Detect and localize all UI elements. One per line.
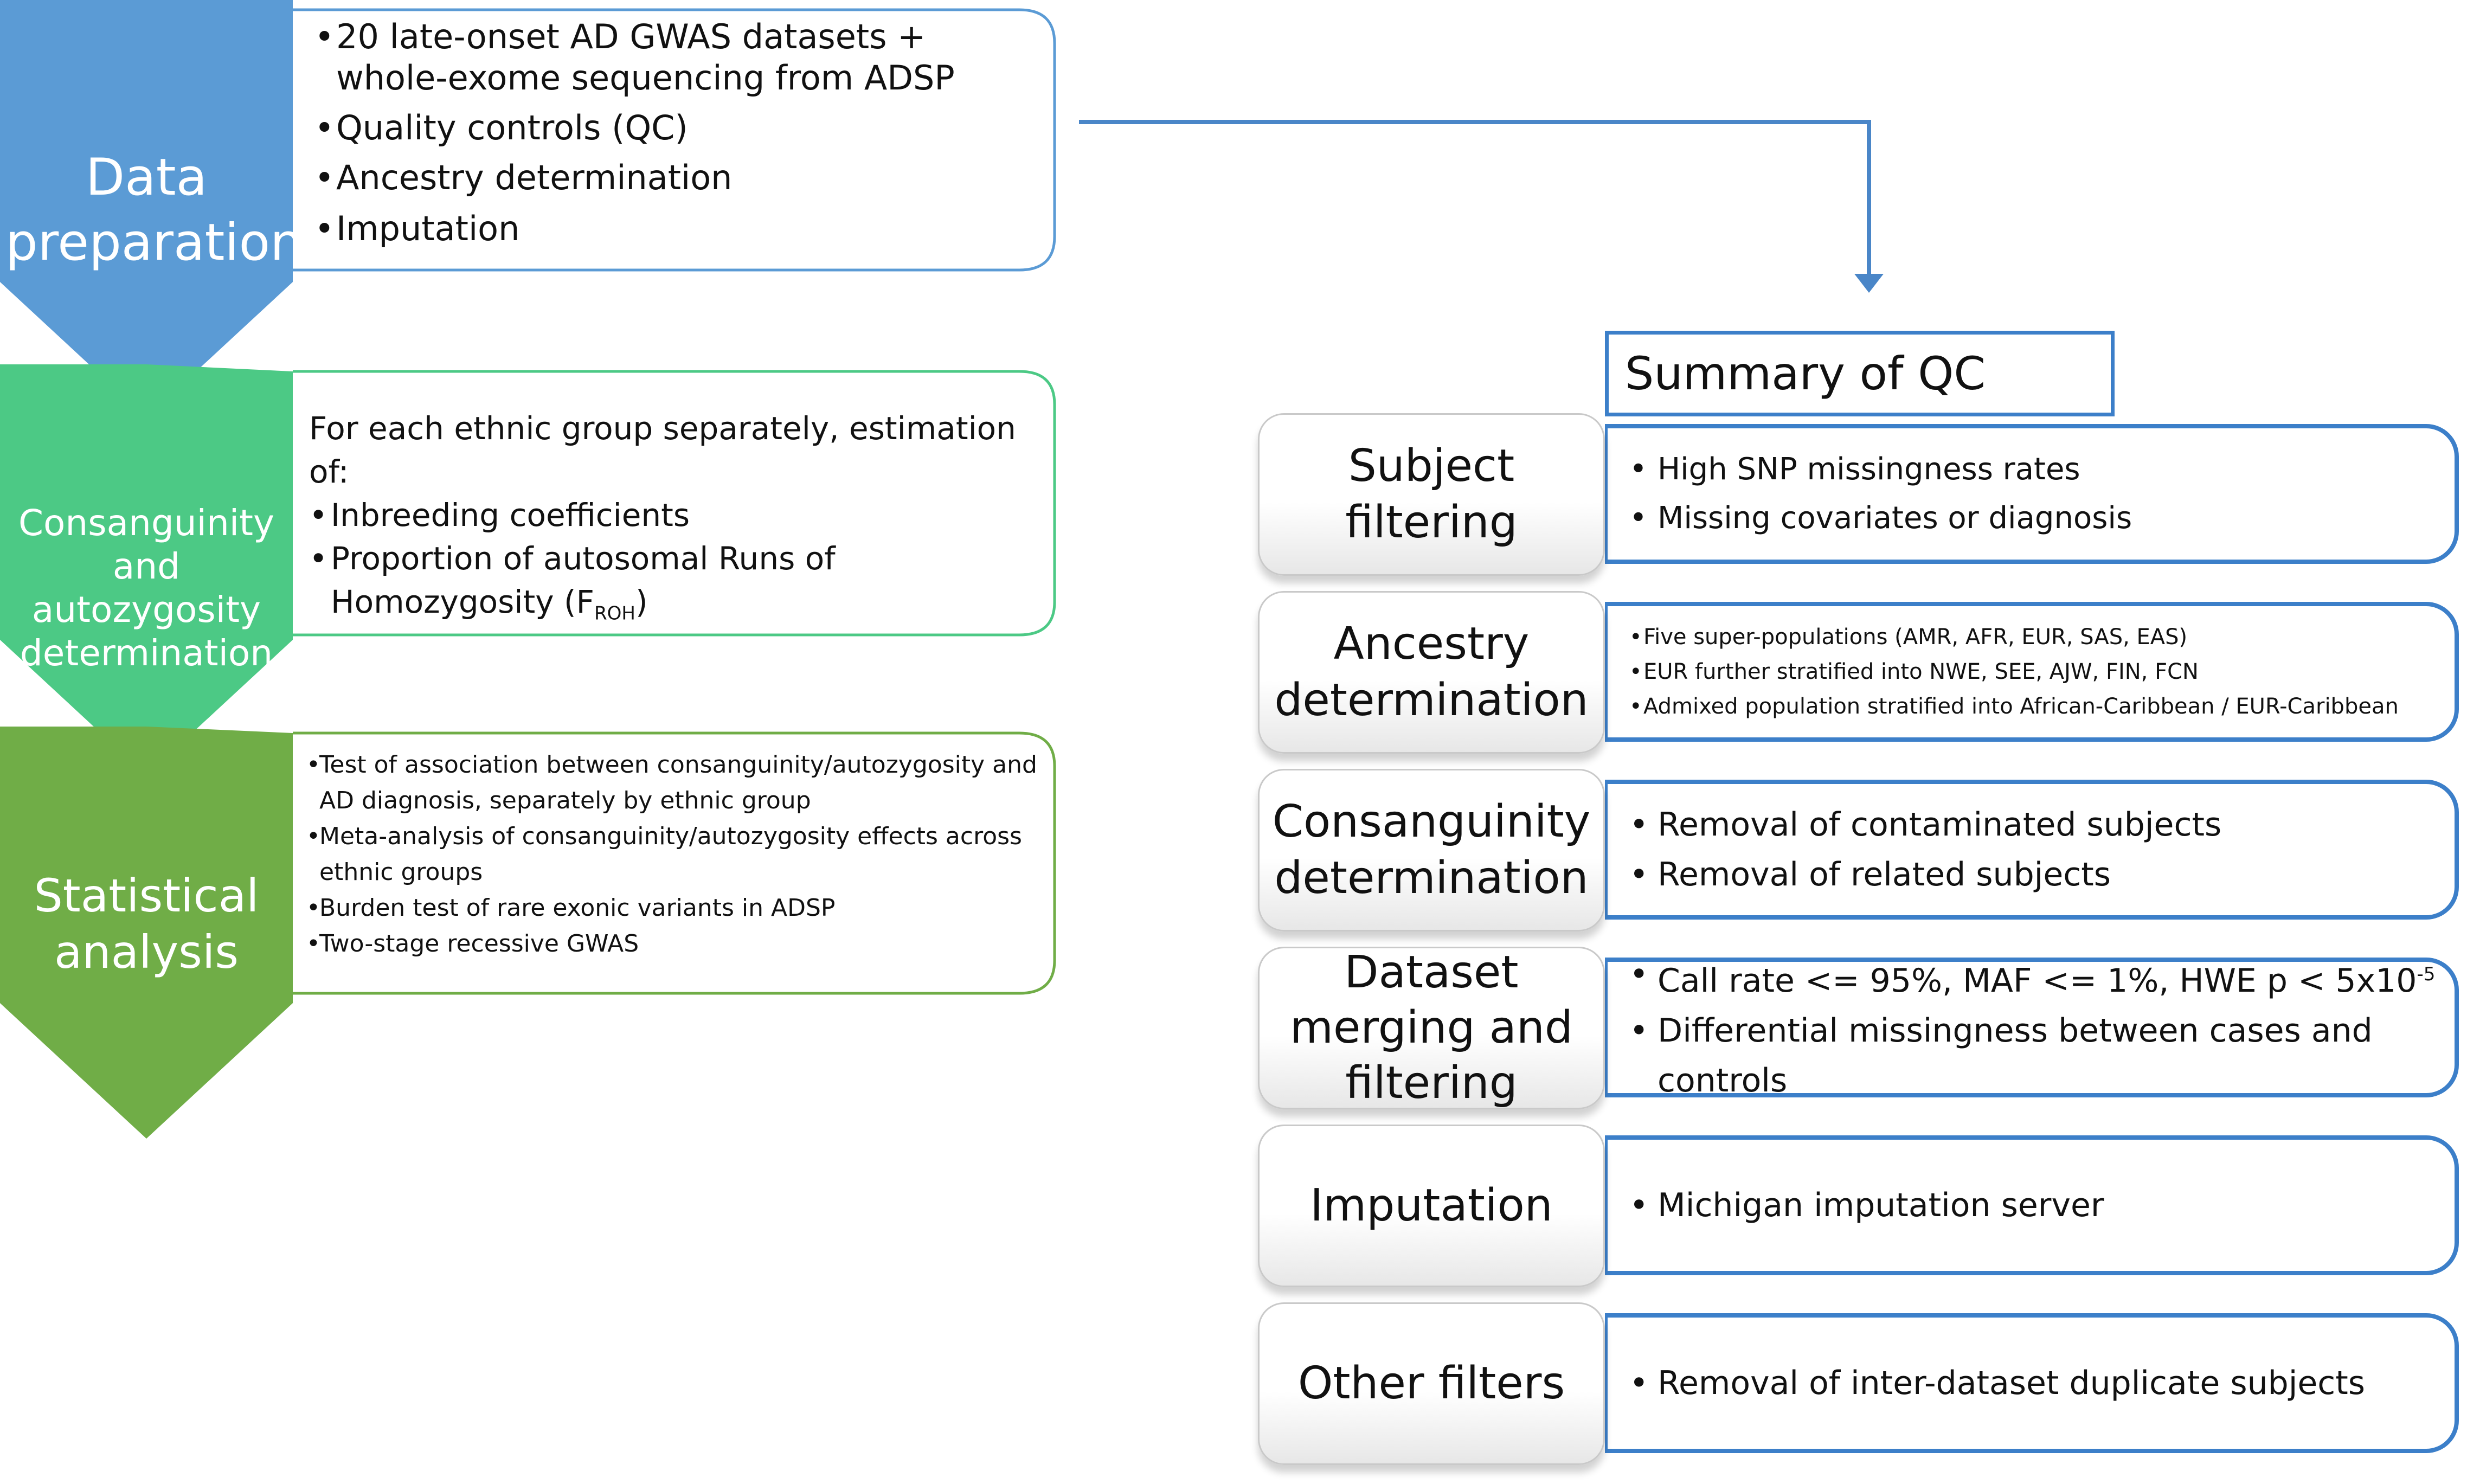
phase-data-preparation-label: Data preparation [5, 148, 303, 272]
phase-consanguinity-intro: For each ethnic group separately, estima… [309, 410, 1016, 490]
list-item: Inbreeding coefficients [309, 493, 1046, 537]
list-item: Removal of contaminated subjects [1629, 800, 2221, 850]
qc-step-ancestry-box: Five super-populations (AMR, AFR, EUR, S… [1605, 602, 2459, 742]
qc-step-other-filters-box: Removal of inter-dataset duplicate subje… [1605, 1313, 2459, 1453]
list-item: Five super-populations (AMR, AFR, EUR, S… [1629, 620, 2399, 654]
list-item: Proportion of autosomal Runs of Homozygo… [309, 537, 1046, 635]
phase-data-preparation-chevron [0, 0, 293, 417]
list-item: Admixed population stratified into Afric… [1629, 689, 2399, 724]
list-item: Imputation [314, 207, 1044, 250]
phase-statistical-label: Statistical analysis [34, 869, 259, 979]
qc-step-imputation: Imputation [1258, 1125, 1605, 1287]
qc-step-dataset-merging-box: Call rate <= 95%, MAF <= 1%, HWE p < 5x1… [1605, 949, 2459, 1100]
list-item: Missing covariates or diagnosis [1629, 494, 2132, 543]
list-item: High SNP missingness rates [1629, 445, 2132, 494]
list-item: Differential missingness between cases a… [1629, 1006, 2455, 1106]
phase-statistical-chevron [0, 727, 293, 1139]
list-item: Test of association between consanguinit… [306, 747, 1046, 819]
qc-step-imputation-box: Michigan imputation server [1605, 1135, 2459, 1275]
list-item: Quality controls (QC) [314, 106, 1044, 150]
qc-connector-line [1079, 120, 1871, 277]
qc-step-other-filters: Other filters [1258, 1302, 1605, 1465]
list-item: Removal of related subjects [1629, 850, 2221, 900]
phase-consanguinity-label: Consanguinity and autozygosity determina… [18, 502, 275, 674]
list-item: 20 late-onset AD GWAS datasets + whole-e… [314, 16, 1044, 99]
phase-consanguinity-chevron [0, 364, 293, 775]
qc-step-subject-filtering-box: High SNP missingness rates Missing covar… [1605, 424, 2459, 564]
list-item: Ancestry determination [314, 156, 1044, 200]
list-item: Two-stage recessive GWAS [306, 926, 1046, 962]
list-item: Michigan imputation server [1629, 1180, 2104, 1230]
phase-consanguinity-content: For each ethnic group separately, estima… [309, 407, 1046, 635]
qc-connector-arrowhead [1854, 274, 1884, 293]
list-item: Burden test of rare exonic variants in A… [306, 890, 1046, 926]
phase-data-preparation-content: 20 late-onset AD GWAS datasets + whole-e… [314, 16, 1044, 250]
list-item: Call rate <= 95%, MAF <= 1%, HWE p < 5x1… [1629, 949, 2455, 1006]
qc-step-consanguinity-box: Removal of contaminated subjects Removal… [1605, 780, 2459, 920]
qc-summary-title: Summary of QC steps: [1605, 331, 2115, 478]
phase-statistical-content: Test of association between consanguinit… [306, 747, 1046, 962]
list-item: EUR further stratified into NWE, SEE, AJ… [1629, 654, 2399, 689]
list-item: Meta-analysis of consanguinity/autozygos… [306, 819, 1046, 890]
list-item: Removal of inter-dataset duplicate subje… [1629, 1358, 2365, 1408]
